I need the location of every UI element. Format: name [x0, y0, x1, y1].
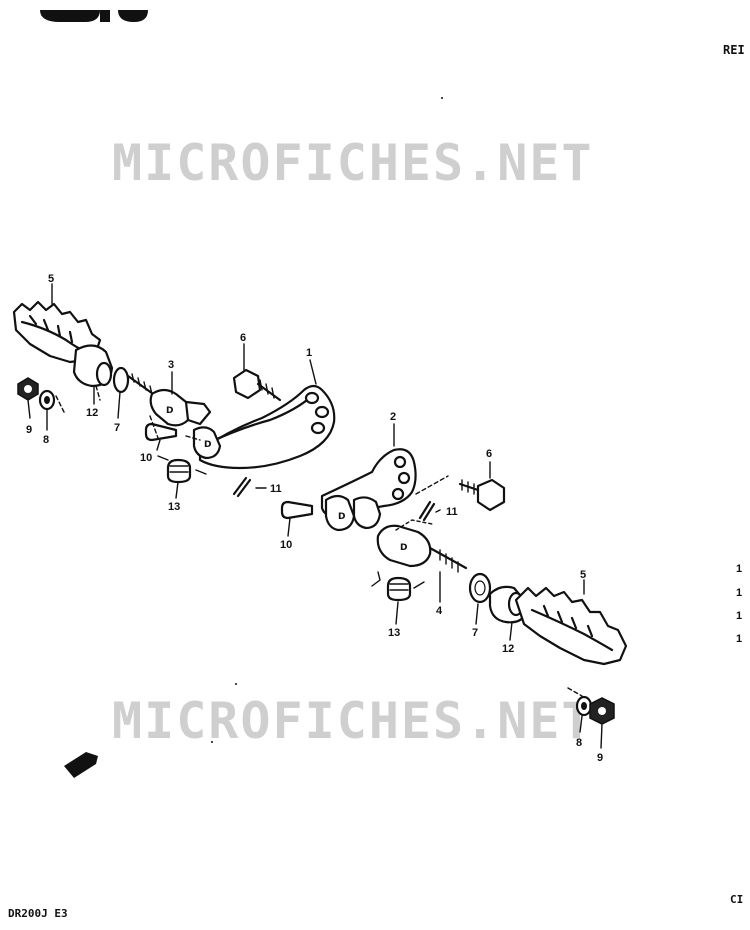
callout-6a: 6 [240, 332, 246, 344]
callout-6b: 6 [486, 448, 492, 460]
pivot-pin-left-3: D [126, 373, 212, 427]
front-arrow-icon [64, 752, 98, 778]
watermark-bottom: MICROFICHES.NET [112, 692, 594, 750]
callout-7b: 7 [472, 627, 478, 639]
cotter-pin-left-11 [232, 476, 252, 498]
callout-7a: 7 [114, 422, 120, 434]
nut-left-9 [17, 377, 39, 401]
callout-12a: 12 [86, 407, 98, 419]
svg-text:D: D [338, 512, 345, 522]
bracket-left-1: D [192, 384, 336, 470]
callout-12b: 12 [502, 643, 514, 655]
right-margin-marks: 1 1 1 1 [736, 563, 742, 645]
bushing-right-13 [371, 571, 425, 602]
watermark-top: MICROFICHES.NET [112, 134, 594, 192]
svg-text:D: D [400, 543, 407, 553]
callout-5b: 5 [580, 569, 586, 581]
callout-9b: 9 [597, 752, 603, 764]
callout-13b: 13 [388, 627, 400, 639]
callout-5a: 5 [48, 273, 54, 285]
callout-10a: 10 [140, 452, 152, 464]
callout-3: 3 [168, 359, 174, 371]
callout-4: 4 [436, 605, 443, 617]
nut-right-9 [589, 697, 615, 725]
clevis-pin-left-10 [144, 422, 178, 442]
centerline-left [55, 385, 201, 441]
svg-text:D: D [166, 406, 173, 416]
watermark-group: MICROFICHES.NET MICROFICHES.NET [112, 134, 594, 750]
callout-labels: 5 6 1 3 9 8 12 7 10 13 11 2 6 11 10 4 13… [26, 273, 603, 764]
callout-13a: 13 [168, 501, 180, 513]
model-code: DR200J E3 [8, 907, 68, 920]
bracket-right-2: D [320, 448, 417, 532]
margin-mark: 1 [736, 587, 742, 599]
callout-11b: 11 [446, 506, 458, 518]
leader-lines [27, 283, 603, 749]
washer-right-8 [575, 695, 593, 717]
footer-right-fragment: CI [730, 893, 743, 906]
footrest-left-5 [12, 300, 114, 388]
washer-left-8 [38, 389, 56, 411]
callout-1: 1 [306, 347, 312, 359]
pivot-pin-right-4: D [376, 519, 468, 573]
header-top-right-fragment: REI [723, 43, 745, 57]
callout-10b: 10 [280, 539, 292, 551]
bushing-left-13 [157, 455, 207, 484]
svg-text:D: D [204, 440, 211, 450]
bolt-upper-6 [232, 368, 282, 402]
callout-11a: 11 [270, 483, 282, 495]
callout-8a: 8 [43, 434, 49, 446]
clevis-pin-right-10 [280, 500, 314, 520]
washer-left-7 [112, 366, 130, 394]
cotter-pin-right-11 [418, 500, 436, 522]
bolt-lower-6 [458, 478, 506, 512]
callout-8b: 8 [576, 737, 582, 749]
footrest-right-5 [488, 585, 628, 666]
margin-mark: 1 [736, 610, 742, 622]
callout-9a: 9 [26, 424, 32, 436]
margin-mark: 1 [736, 633, 742, 645]
header-fragment-shape [40, 10, 148, 22]
margin-mark: 1 [736, 563, 742, 575]
callout-2: 2 [390, 411, 396, 423]
